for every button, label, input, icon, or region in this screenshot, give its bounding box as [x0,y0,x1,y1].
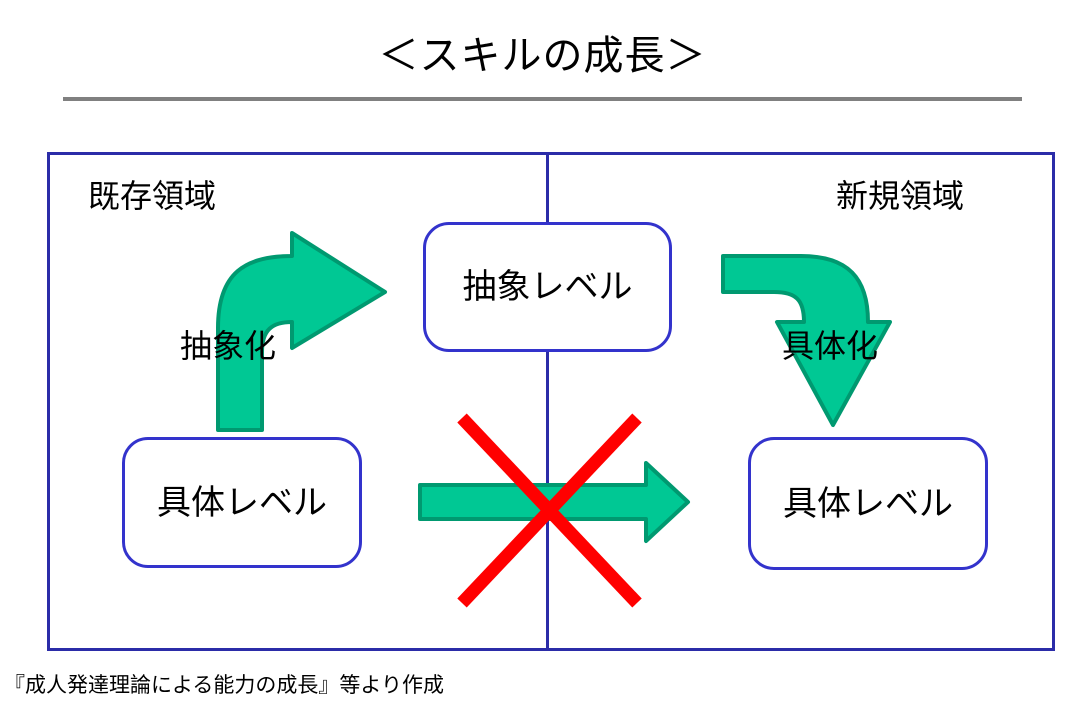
box-concrete-level-right[interactable]: 具体レベル [748,437,988,570]
abstraction-arrow-label: 抽象化 [180,328,277,364]
concretization-arrow-label: 具体化 [782,328,879,364]
title-underline-rule [63,97,1022,101]
region-label-new: 新規領域 [836,178,965,214]
box-abstract-level-label: 抽象レベル [462,268,633,306]
source-note: 『成人発達理論による能力の成長』等より作成 [4,674,444,697]
page-title: ＜スキルの成長＞ [378,34,707,78]
box-concrete-level-left-label: 具体レベル [157,483,327,522]
diagram-frame [47,152,1055,651]
region-label-existing: 既存領域 [88,178,217,214]
region-divider-line [546,152,549,651]
box-abstract-level[interactable]: 抽象レベル [423,222,672,352]
box-concrete-level-right-label: 具体レベル [783,484,953,523]
box-concrete-level-left[interactable]: 具体レベル [122,437,362,568]
